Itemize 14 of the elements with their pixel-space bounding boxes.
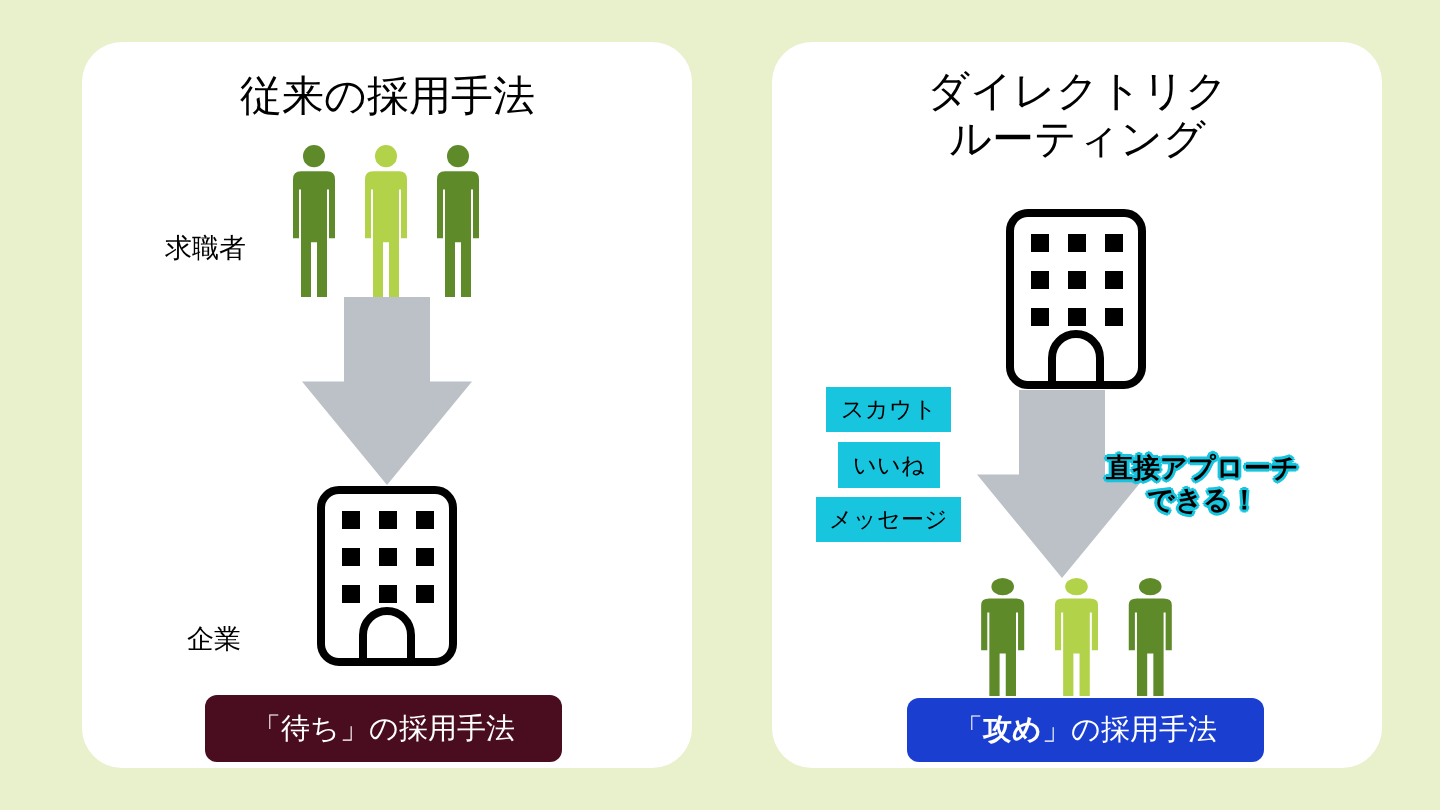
method-banner: 「攻め」の採用手法	[907, 698, 1264, 762]
panel	[82, 42, 692, 768]
building-icon	[1005, 208, 1147, 390]
panel	[772, 42, 1382, 768]
title: ダイレクトリクルーティング	[925, 67, 1229, 163]
edge-label: 直接アプローチできる！	[1104, 452, 1300, 516]
tag-box: いいね	[838, 442, 940, 488]
title: 従来の採用手法	[238, 72, 536, 120]
block-arrow	[302, 297, 472, 485]
group-label: 求職者	[165, 231, 246, 265]
tag-box: スカウト	[826, 387, 951, 432]
method-banner: 「待ち」の採用手法	[205, 695, 562, 762]
tag-box: メッセージ	[816, 497, 961, 542]
group-label: 企業	[187, 622, 241, 656]
